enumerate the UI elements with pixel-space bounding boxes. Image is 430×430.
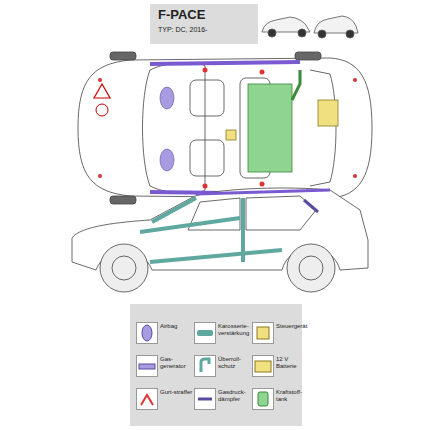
- legend-swatch: [252, 322, 274, 344]
- legend-swatch: [194, 322, 216, 344]
- legend-icon: [195, 389, 215, 409]
- legend-swatch: [136, 388, 158, 410]
- legend-text: Karosserie-verstärkung: [218, 323, 252, 336]
- filler-pipe: [292, 70, 300, 100]
- belt-tensioners: [98, 68, 357, 189]
- car-photo: [262, 16, 358, 38]
- battery: [318, 100, 338, 126]
- legend-text: Gurt-straffer: [160, 389, 194, 396]
- gas-strut: [304, 200, 318, 212]
- legend-swatch: [136, 322, 158, 344]
- warning-symbol: [94, 84, 110, 116]
- airbags: [150, 62, 300, 194]
- legend-icon: [253, 356, 273, 376]
- legend-text: Gasdruck-dämpfer: [218, 389, 252, 402]
- top-view: [78, 52, 372, 204]
- legend-text: Überroll-schutz: [218, 356, 252, 369]
- control-unit: [226, 130, 236, 140]
- legend-text: Airbag: [160, 323, 194, 330]
- legend-icon: [137, 323, 157, 343]
- legend-icon: [195, 323, 215, 343]
- legend-text: Gas-generator: [160, 356, 194, 369]
- legend-swatch: [194, 355, 216, 377]
- body-reinforcement: [140, 198, 282, 262]
- legend-text: 12 V Batterie: [276, 356, 310, 369]
- side-view: [72, 188, 368, 292]
- legend-icon: [253, 389, 273, 409]
- legend-text: Steuergerät: [276, 323, 310, 330]
- fuel-tank: [248, 84, 292, 172]
- curtain-airbag: [196, 190, 330, 194]
- legend-icon: [253, 323, 273, 343]
- legend-icon: [137, 356, 157, 376]
- model-title: F-PACE: [158, 8, 205, 22]
- legend-swatch: [136, 355, 158, 377]
- legend-swatch: [194, 388, 216, 410]
- legend-icon: [195, 356, 215, 376]
- legend-icon: [137, 389, 157, 409]
- type-label: TYP: DC, 2016-: [158, 26, 207, 34]
- header-panel: [150, 4, 258, 44]
- legend-swatch: [252, 355, 274, 377]
- legend-swatch: [252, 388, 274, 410]
- legend-text: Kraftstoff-tank: [276, 389, 310, 402]
